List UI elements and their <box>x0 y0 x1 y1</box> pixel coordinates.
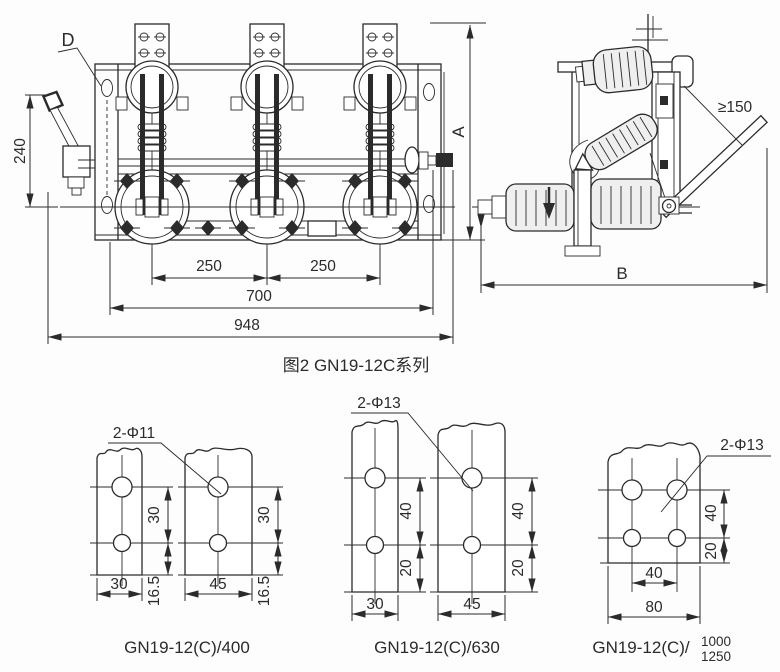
mounting-pattern-1000-1250: 40 20 40 80 2-Φ13 GN19-12(C)/ 1000 1250 <box>592 437 771 664</box>
frame-hole-bottom-left <box>101 196 113 214</box>
pattern-caption: GN19-12(C)/630 <box>374 638 500 657</box>
mounting-pattern-400: 30 16.5 30 16.5 30 45 2-Φ11 GN19-12(C)/4… <box>90 425 283 657</box>
plate-left <box>96 447 143 576</box>
hole <box>112 533 132 553</box>
hole <box>207 476 229 498</box>
dim-width: 30 <box>366 596 384 613</box>
dim-pitch: 40 <box>510 502 527 520</box>
dim-edge: 16.5 <box>256 576 273 606</box>
hole <box>622 528 642 548</box>
dim-width: 45 <box>463 596 480 613</box>
operating-handle <box>41 90 95 196</box>
hole-callout: 2-Φ13 <box>720 437 763 454</box>
hole <box>111 476 133 498</box>
dim-clearance: ≥150 <box>718 99 753 116</box>
hole-callout: 2-Φ11 <box>113 425 155 442</box>
label-d: D <box>62 30 75 50</box>
dim-width: 80 <box>645 599 663 616</box>
dim-edge: 20 <box>703 542 720 560</box>
drive-shaft <box>404 146 453 174</box>
pole-3 <box>342 23 418 253</box>
caption-rating-top: 1000 <box>701 634 731 649</box>
hole <box>365 535 385 555</box>
top-insulator <box>574 45 654 94</box>
dim-edge: 20 <box>398 559 415 577</box>
dim-pitch: 30 <box>256 506 273 524</box>
dim-pitch: 30 <box>146 506 163 524</box>
dim-a: A <box>449 126 468 138</box>
middle-insulator <box>574 113 658 171</box>
pole-1 <box>114 23 190 253</box>
plate <box>607 442 701 564</box>
hole-callout: 2-Φ13 <box>357 395 400 412</box>
dim-250-left: 250 <box>196 258 222 275</box>
pattern-caption: GN19-12(C)/ 1000 1250 <box>592 634 731 664</box>
dim-240: 240 <box>12 138 29 164</box>
side-view-dimensions: ≥150 B <box>477 85 768 293</box>
front-view-switch-body <box>41 23 455 253</box>
dim-948: 948 <box>234 317 260 334</box>
frame-hole-top-left <box>101 79 113 97</box>
dim-pitch-v: 40 <box>703 504 720 522</box>
dim-700: 700 <box>246 288 272 305</box>
nameplate <box>307 220 337 237</box>
dim-edge: 16.5 <box>146 576 163 606</box>
pattern-caption: GN19-12(C)/400 <box>124 638 250 657</box>
plate-right <box>184 447 253 576</box>
dim-edge: 20 <box>510 559 527 577</box>
front-view-dimensions: D 240 A 250 250 700 <box>12 22 486 344</box>
dim-b: B <box>616 264 627 283</box>
pole-2 <box>229 23 305 253</box>
side-view-switch-pole <box>472 14 769 257</box>
hole <box>462 535 482 555</box>
hole <box>667 528 687 548</box>
plate-right <box>437 422 506 593</box>
dim-pitch: 40 <box>398 502 415 520</box>
dim-250-right: 250 <box>310 258 336 275</box>
hole <box>621 479 643 501</box>
dim-pitch-h: 40 <box>645 565 663 582</box>
frame-hole-top-right <box>423 83 435 101</box>
dim-width: 30 <box>110 576 128 593</box>
caption-rating-bottom: 1250 <box>701 649 731 664</box>
switch-blade <box>649 114 769 219</box>
mounting-pattern-630: 40 20 40 20 30 45 2-Φ13 GN19-12(C)/630 <box>344 395 538 657</box>
hole <box>461 467 483 489</box>
dim-width: 45 <box>209 576 226 593</box>
figure-caption: 图2 GN19-12C系列 <box>283 356 429 375</box>
hole <box>208 533 228 553</box>
hole <box>666 479 688 501</box>
caption-prefix: GN19-12(C)/ <box>592 638 690 657</box>
hole <box>364 467 386 489</box>
frame-hole-bottom-right <box>423 195 435 213</box>
